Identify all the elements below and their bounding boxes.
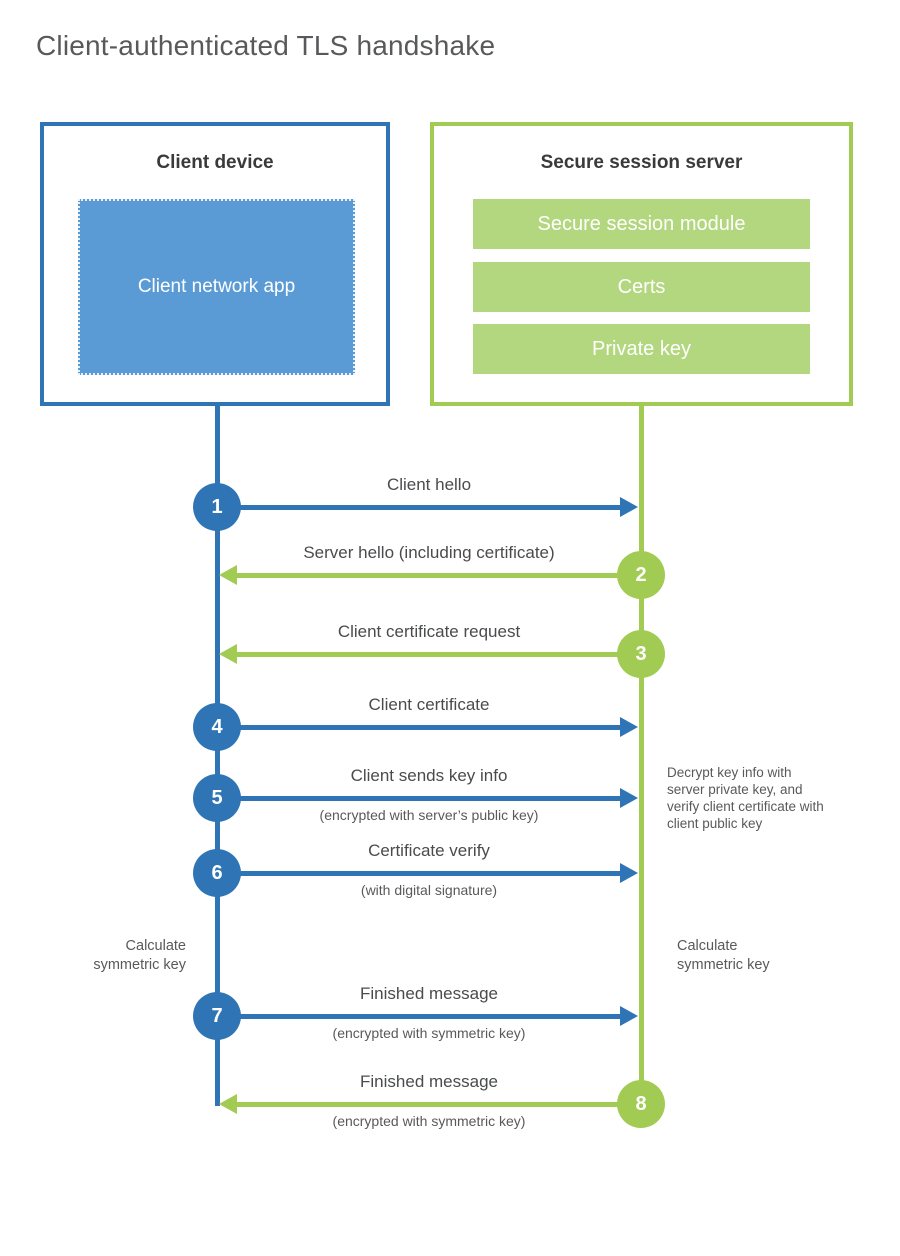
step-8-badge: 8 (617, 1080, 665, 1128)
step-4-badge: 4 (193, 703, 241, 751)
step-2-arrowhead-left-icon (219, 565, 237, 585)
step-6-badge: 6 (193, 849, 241, 897)
note-calculate-symmetric-key-server: Calculate symmetric key (677, 938, 770, 973)
step-8-arrowhead-left-icon (219, 1094, 237, 1114)
step-3-arrowhead-left-icon (219, 644, 237, 664)
step-5-label: Client sends key info (350, 766, 508, 785)
step-3-badge: 3 (617, 630, 665, 678)
step-7-arrowhead-right-icon (620, 1006, 638, 1026)
server-private-key-label: Private key (592, 337, 691, 360)
step-5-number: 5 (211, 786, 223, 809)
step-6-number: 6 (211, 861, 223, 884)
page-title: Client-authenticated TLS handshake (36, 30, 496, 61)
step-2-number: 2 (635, 563, 647, 586)
step-7-arrow-line (217, 1014, 621, 1019)
step-4-arrow-line (217, 725, 621, 730)
client-network-app-label: Client network app (137, 276, 296, 297)
step-8-label: Finished message (360, 1072, 498, 1091)
note-decrypt-key-info: Decrypt key info with server private key… (667, 765, 824, 831)
step-4-number: 4 (211, 715, 223, 738)
step-8-sublabel: (encrypted with symmetric key) (332, 1113, 526, 1129)
note-calculate-symmetric-key-client: Calculate symmetric key (93, 938, 186, 973)
step-8-arrow-line (237, 1102, 641, 1107)
step-2-label: Server hello (including certificate) (303, 543, 555, 562)
server-lifeline (639, 406, 644, 1106)
step-5-arrow-line (217, 796, 621, 801)
step-2-arrow-line (237, 573, 641, 578)
step-4-label: Client certificate (368, 695, 490, 714)
server-private-key-bar: Private key (473, 324, 810, 374)
step-8-number: 8 (635, 1092, 647, 1115)
step-1-badge: 1 (193, 483, 241, 531)
server-module-bar: Secure session module (473, 199, 810, 249)
client-device-title: Client device (156, 152, 274, 173)
step-2-badge: 2 (617, 551, 665, 599)
step-3-number: 3 (635, 642, 647, 665)
secure-session-server-title: Secure session server (540, 152, 743, 173)
step-1-label: Client hello (386, 475, 472, 494)
step-5-sublabel: (encrypted with server’s public key) (319, 807, 539, 823)
client-network-app-box: Client network app (78, 199, 355, 375)
step-7-sublabel: (encrypted with symmetric key) (332, 1025, 526, 1041)
step-7-number: 7 (211, 1004, 223, 1027)
step-5-badge: 5 (193, 774, 241, 822)
step-3-arrow-line (237, 652, 641, 657)
server-certs-label: Certs (617, 275, 666, 298)
client-lifeline (215, 406, 220, 1106)
step-3-label: Client certificate request (337, 622, 521, 641)
step-7-label: Finished message (360, 984, 498, 1003)
step-5-arrowhead-right-icon (620, 788, 638, 808)
step-4-arrowhead-right-icon (620, 717, 638, 737)
step-1-number: 1 (211, 495, 223, 518)
server-module-label: Secure session module (537, 212, 746, 235)
step-7-badge: 7 (193, 992, 241, 1040)
step-1-arrow-line (217, 505, 621, 510)
step-1-arrowhead-right-icon (620, 497, 638, 517)
step-6-arrow-line (217, 871, 621, 876)
server-certs-bar: Certs (473, 262, 810, 312)
step-6-sublabel: (with digital signature) (360, 882, 498, 898)
step-6-label: Certificate verify (368, 841, 490, 860)
step-6-arrowhead-right-icon (620, 863, 638, 883)
